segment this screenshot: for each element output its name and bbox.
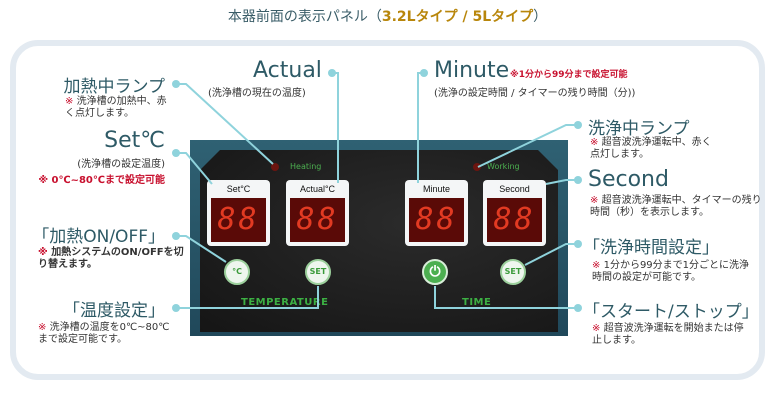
temperature-group-label: TEMPERATURE [241,297,329,308]
time-group-label: TIME [462,297,492,308]
start-stop-title: 「スタート/ストップ」 [583,302,759,322]
set-c-note: ※ 0℃~80℃まで設定可能 [38,175,165,186]
start-stop-button[interactable]: ⏻ [422,259,448,285]
display-label: Second [499,184,530,194]
set-c-sub: (洗浄槽の設定温度) [77,159,165,170]
display-value: 88 [290,198,345,242]
frame [10,40,765,380]
display-label: Minute [422,184,450,194]
time-set-button[interactable]: SET [500,259,526,285]
heating-lamp-title: 加熱中ランプ [63,77,166,97]
minute-title: Minute [434,58,510,83]
set-c-title: Set℃ [104,128,165,153]
heating-lamp-note: ※ 洗浄槽の加熱中、赤く点灯します。 [65,96,167,119]
actual-title: Actual [253,58,322,83]
time-setting-title: 「洗浄時間設定」 [583,238,719,258]
temp-set-button[interactable]: SET [305,259,331,285]
display-value: 88 [211,198,266,242]
temp-setting-note: ※ 洗浄槽の温度を0℃~80℃まで設定可能です。 [38,322,170,345]
minute-sub: (洗浄の設定時間 / タイマーの残り時間（分)) [434,88,636,99]
time-setting-note: ※ 1分から99分まで1分ごとに洗浄時間の設定が可能です。 [592,260,750,283]
heating-led [271,163,279,171]
working-led [473,163,481,171]
actual-sub: (洗浄槽の現在の温度) [208,88,306,99]
start-stop-note: ※ 超音波洗浄運転を開始または停止します。 [592,323,744,346]
second-display: Second 88 [483,180,546,246]
heat-onoff-note: ※ 加熱システムのON/OFFを切り替えます。 [38,247,184,270]
working-label: Working [487,162,520,171]
page-title: 本器前面の表示パネル（3.2Lタイプ / 5Lタイプ） [227,9,548,25]
actual-temp-display: Actual°C 88 [286,180,349,246]
second-note: ※ 超音波洗浄運転中、タイマーの残り時間（秒）を表示します。 [590,195,762,218]
minute-note: ※1分から99分まで設定可能 [510,70,628,80]
washing-lamp-note: ※ 超音波洗浄運転中、赤く点灯します。 [590,137,712,160]
heat-toggle-button[interactable]: °C [224,259,250,285]
display-label: Actual°C [299,184,336,194]
washing-lamp-title: 洗浄中ランプ [588,119,690,139]
display-value: 88 [409,198,464,242]
display-value: 88 [487,198,542,242]
set-temp-display: Set°C 88 [207,180,270,246]
second-title: Second [588,167,669,192]
temp-setting-title: 「温度設定」 [63,301,165,321]
display-label: Set°C [226,184,251,194]
minute-display: Minute 88 [405,180,468,246]
heat-onoff-title: 「加熱ON/OFF」 [32,227,165,247]
heating-label: Heating [290,162,322,171]
